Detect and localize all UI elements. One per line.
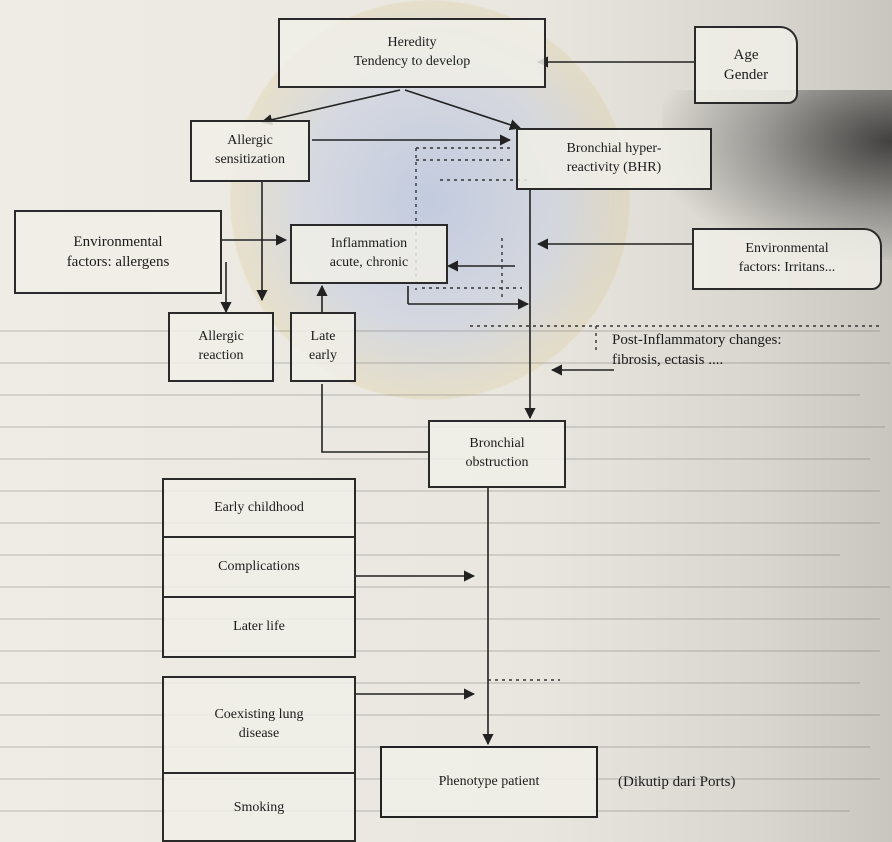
node-environmental-irritants: Environmental factors: Irritans...: [692, 228, 882, 290]
node-post-inflammatory-changes: Post-Inflammatory changes: fibrosis, ect…: [612, 332, 782, 369]
stack-life-stages: Early childhood Complications Later life: [162, 478, 356, 658]
stack-comorbidities: Coexisting lung disease Smoking: [162, 676, 356, 842]
node-bronchial-hyperreactivity: Bronchial hyper- reactivity (BHR): [516, 128, 712, 190]
node-bronchial-obstruction: Bronchial obstruction: [428, 420, 566, 488]
stage-later-life: Later life: [233, 618, 285, 634]
node-allergic-sensitization: Allergic sensitization: [190, 120, 310, 182]
node-inflammation: Inflammation acute, chronic: [290, 224, 448, 284]
node-age-gender: Age Gender: [694, 26, 798, 104]
node-allergic-reaction: Allergic reaction: [168, 312, 274, 382]
node-late-early: Late early: [290, 312, 356, 382]
node-phenotype-patient: Phenotype patient: [380, 746, 598, 818]
factor-coexisting-lung-disease: Coexisting lung disease: [164, 678, 354, 774]
node-environmental-allergens: Environmental factors: allergens: [14, 210, 222, 294]
factor-smoking: Smoking: [233, 799, 285, 815]
stage-early-childhood: Early childhood: [164, 480, 354, 538]
citation-source: (Dikutip dari Ports): [618, 774, 736, 790]
stage-complications: Complications: [164, 538, 354, 598]
node-heredity: Heredity Tendency to develop: [278, 18, 546, 88]
